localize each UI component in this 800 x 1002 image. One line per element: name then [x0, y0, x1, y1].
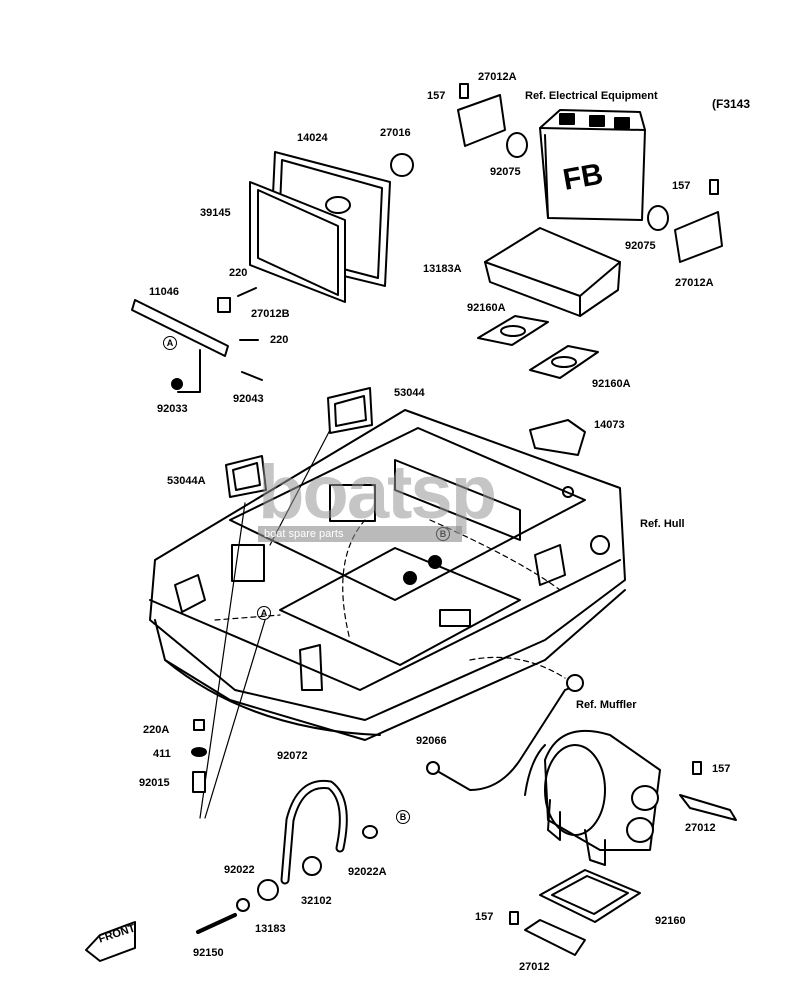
- part-92075: 92075: [625, 240, 656, 252]
- diagram-code: (F3143: [712, 97, 751, 111]
- ref-muffler: Ref. Muffler: [576, 699, 637, 711]
- front-arrow: [85, 921, 136, 962]
- bracket-27012A-top: [457, 94, 506, 147]
- collar-13183: [257, 879, 279, 901]
- gasket-39145: [249, 181, 346, 303]
- bolt-157-b: [709, 179, 719, 195]
- washer-411: [191, 747, 207, 757]
- part-32102: 32102: [301, 895, 332, 907]
- part-92043: 92043: [233, 393, 264, 405]
- hull: [149, 409, 626, 741]
- collar-92015: [192, 771, 206, 793]
- part-13183A: 13183A: [423, 263, 462, 275]
- part-27012A: 27012A: [675, 277, 714, 289]
- nut-32102: [302, 856, 322, 876]
- part-92075: 92075: [490, 166, 521, 178]
- part-92160A: 92160A: [467, 302, 506, 314]
- battery: FB: [539, 109, 646, 221]
- ref-electrical-equipment: Ref. Electrical Equipment: [525, 90, 658, 102]
- callout-a: A: [163, 336, 177, 350]
- part-220A: 220A: [143, 724, 170, 736]
- bolt-220A: [193, 719, 205, 731]
- part-53044: 53044: [394, 387, 425, 399]
- part-27012: 27012: [519, 961, 550, 973]
- part-27012A: 27012A: [478, 71, 517, 83]
- pad-92160: [539, 869, 641, 923]
- part-39145: 39145: [200, 207, 231, 219]
- part-157: 157: [427, 90, 446, 102]
- bolt-92150: [196, 913, 237, 934]
- part-157: 157: [712, 763, 731, 775]
- muffler: [524, 729, 661, 866]
- washer-92022: [236, 898, 250, 912]
- part-14073: 14073: [594, 419, 625, 431]
- pad-92160A-2: [529, 345, 599, 379]
- part-92160A: 92160A: [592, 378, 631, 390]
- callout-b: B: [396, 810, 410, 824]
- watermark-brand: boatsp: [258, 450, 497, 535]
- cap-27016: [390, 153, 414, 177]
- bracket-27012-right: [679, 794, 737, 821]
- bracket-27012A-right: [674, 211, 723, 263]
- callout-a: A: [257, 606, 271, 620]
- part-157: 157: [475, 911, 494, 923]
- svg-text:FB: FB: [560, 157, 605, 196]
- part-92066: 92066: [416, 735, 447, 747]
- part-92022A: 92022A: [348, 866, 387, 878]
- part-92160: 92160: [655, 915, 686, 927]
- pad-92160A-1: [477, 315, 549, 346]
- watermark-tagline: boat spare parts: [258, 526, 462, 542]
- cable-92066: [431, 684, 579, 791]
- cushion-92075-a: [506, 132, 528, 158]
- ref-hull: Ref. Hull: [640, 518, 685, 530]
- part-220: 220: [229, 267, 248, 279]
- bolt-157-a: [459, 83, 469, 99]
- part-92150: 92150: [193, 947, 224, 959]
- part-27012B: 27012B: [251, 308, 290, 320]
- part-14024: 14024: [297, 132, 328, 144]
- part-411: 411: [153, 748, 171, 760]
- part-27012: 27012: [685, 822, 716, 834]
- part-27016: 27016: [380, 127, 411, 139]
- part-220: 220: [270, 334, 289, 346]
- part-13183: 13183: [255, 923, 286, 935]
- part-92033: 92033: [157, 403, 188, 415]
- cushion-92075-b: [647, 205, 669, 231]
- part-53044A: 53044A: [167, 475, 206, 487]
- battery-tray: [484, 227, 621, 317]
- part-92015: 92015: [139, 777, 170, 789]
- stay-11046: [131, 299, 229, 357]
- part-11046: 11046: [149, 286, 179, 298]
- part-92072: 92072: [277, 750, 308, 762]
- part-92022: 92022: [224, 864, 255, 876]
- bracket-27012-bottom: [524, 919, 586, 956]
- pad-14073: [529, 419, 586, 456]
- nut-92033: [171, 378, 183, 390]
- part-157: 157: [672, 180, 691, 192]
